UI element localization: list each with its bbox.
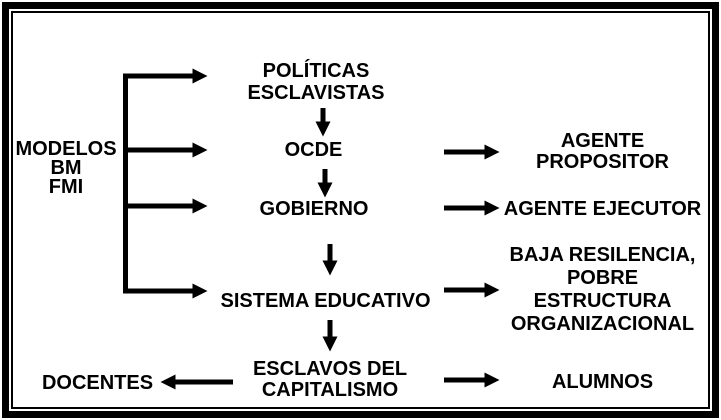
inner-border <box>11 11 710 409</box>
node-alumnos: ALUMNOS <box>551 371 654 393</box>
node-sistema-educativo: SISTEMA EDUCATIVO <box>220 290 431 312</box>
node-politicas-esclavistas: POLÍTICAS ESCLAVISTAS <box>247 60 385 104</box>
node-esclavos-del-capitalismo: ESCLAVOS DEL CAPITALISMO <box>252 358 408 401</box>
node-agente-ejecutor: AGENTE EJECUTOR <box>503 198 702 220</box>
node-modelos-bm-fmi: MODELOS BM FMI <box>15 138 117 198</box>
node-docentes: DOCENTES <box>41 372 154 394</box>
node-gobierno: GOBIERNO <box>259 198 369 220</box>
node-ocde: OCDE <box>284 139 343 161</box>
node-agente-propositor: AGENTE PROPOSITOR <box>536 130 669 173</box>
node-baja-resilencia: BAJA RESILENCIA, POBRE ESTRUCTURA ORGANI… <box>509 244 696 335</box>
